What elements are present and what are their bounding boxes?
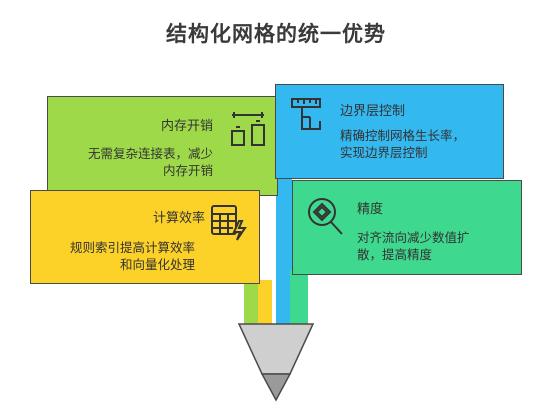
card-precision-desc-line1: 对齐流向减少数值扩 — [357, 230, 470, 245]
diagram-title: 结构化网格的统一优势 — [166, 22, 386, 46]
card-memory-desc-line2: 内存开销 — [162, 163, 213, 178]
card-efficiency: 计算效率 规则索引提高计算效率 和向量化处理 — [30, 190, 260, 284]
card-efficiency-desc-line1: 规则索引提高计算效率 — [69, 240, 195, 255]
strip-blue — [276, 175, 292, 325]
card-boundary-desc-line2: 实现边界层控制 — [340, 145, 428, 160]
ruler-icon — [291, 98, 321, 130]
card-memory-desc-line1: 无需复杂连接表，减少 — [87, 146, 213, 161]
card-efficiency-desc-line2: 和向量化处理 — [119, 257, 195, 272]
calculator-icon — [211, 205, 247, 241]
card-efficiency-desc: 规则索引提高计算效率 和向量化处理 — [70, 239, 195, 273]
funnel-top — [237, 323, 315, 375]
strip-teal — [290, 270, 308, 325]
card-efficiency-title: 计算效率 — [152, 211, 205, 226]
card-boundary-desc-line1: 精确控制网格生长率， — [340, 128, 466, 143]
memory-icon — [231, 112, 265, 146]
card-precision-desc-line2: 散，提高精度 — [357, 247, 433, 262]
funnel-tip — [260, 373, 292, 402]
zoom-icon — [308, 198, 343, 235]
card-boundary-desc: 精确控制网格生长率， 实现边界层控制 — [340, 127, 465, 161]
card-boundary-title: 边界层控制 — [340, 104, 406, 119]
card-precision-title: 精度 — [357, 202, 384, 217]
card-memory-title: 内存开销 — [160, 119, 213, 134]
strip-yellow — [258, 280, 272, 325]
card-precision: 精度 对齐流向减少数值扩 散，提高精度 — [292, 180, 522, 275]
card-precision-desc: 对齐流向减少数值扩 散，提高精度 — [357, 229, 470, 263]
card-boundary: 边界层控制 精确控制网格生长率， 实现边界层控制 — [275, 84, 504, 179]
card-memory-desc: 无需复杂连接表，减少 内存开销 — [88, 145, 213, 179]
